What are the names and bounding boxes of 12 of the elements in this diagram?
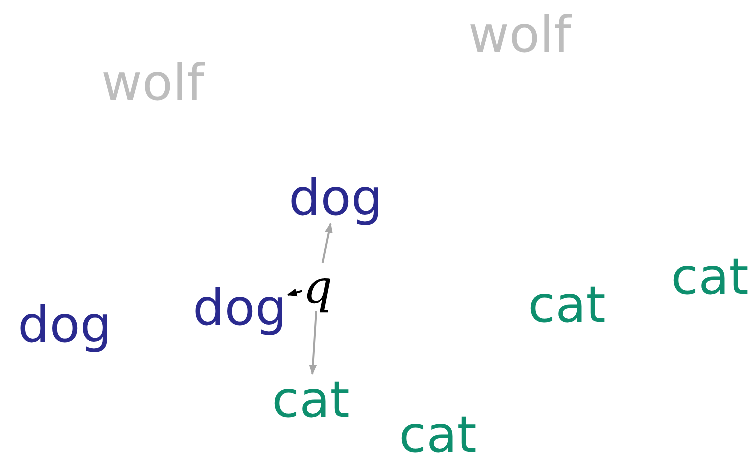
class-word: cat bbox=[272, 375, 350, 425]
class-word: wolf bbox=[102, 58, 204, 108]
arrow bbox=[322, 223, 333, 264]
class-word: wolf bbox=[468, 10, 572, 60]
arrow bbox=[287, 288, 303, 297]
arrow bbox=[309, 310, 318, 375]
class-word: cat bbox=[528, 280, 606, 330]
class-word: cat bbox=[399, 410, 477, 458]
class-word: dog bbox=[18, 300, 112, 350]
class-word: cat bbox=[671, 252, 749, 302]
class-word: dog bbox=[288, 173, 384, 223]
class-word: dog bbox=[192, 283, 288, 333]
